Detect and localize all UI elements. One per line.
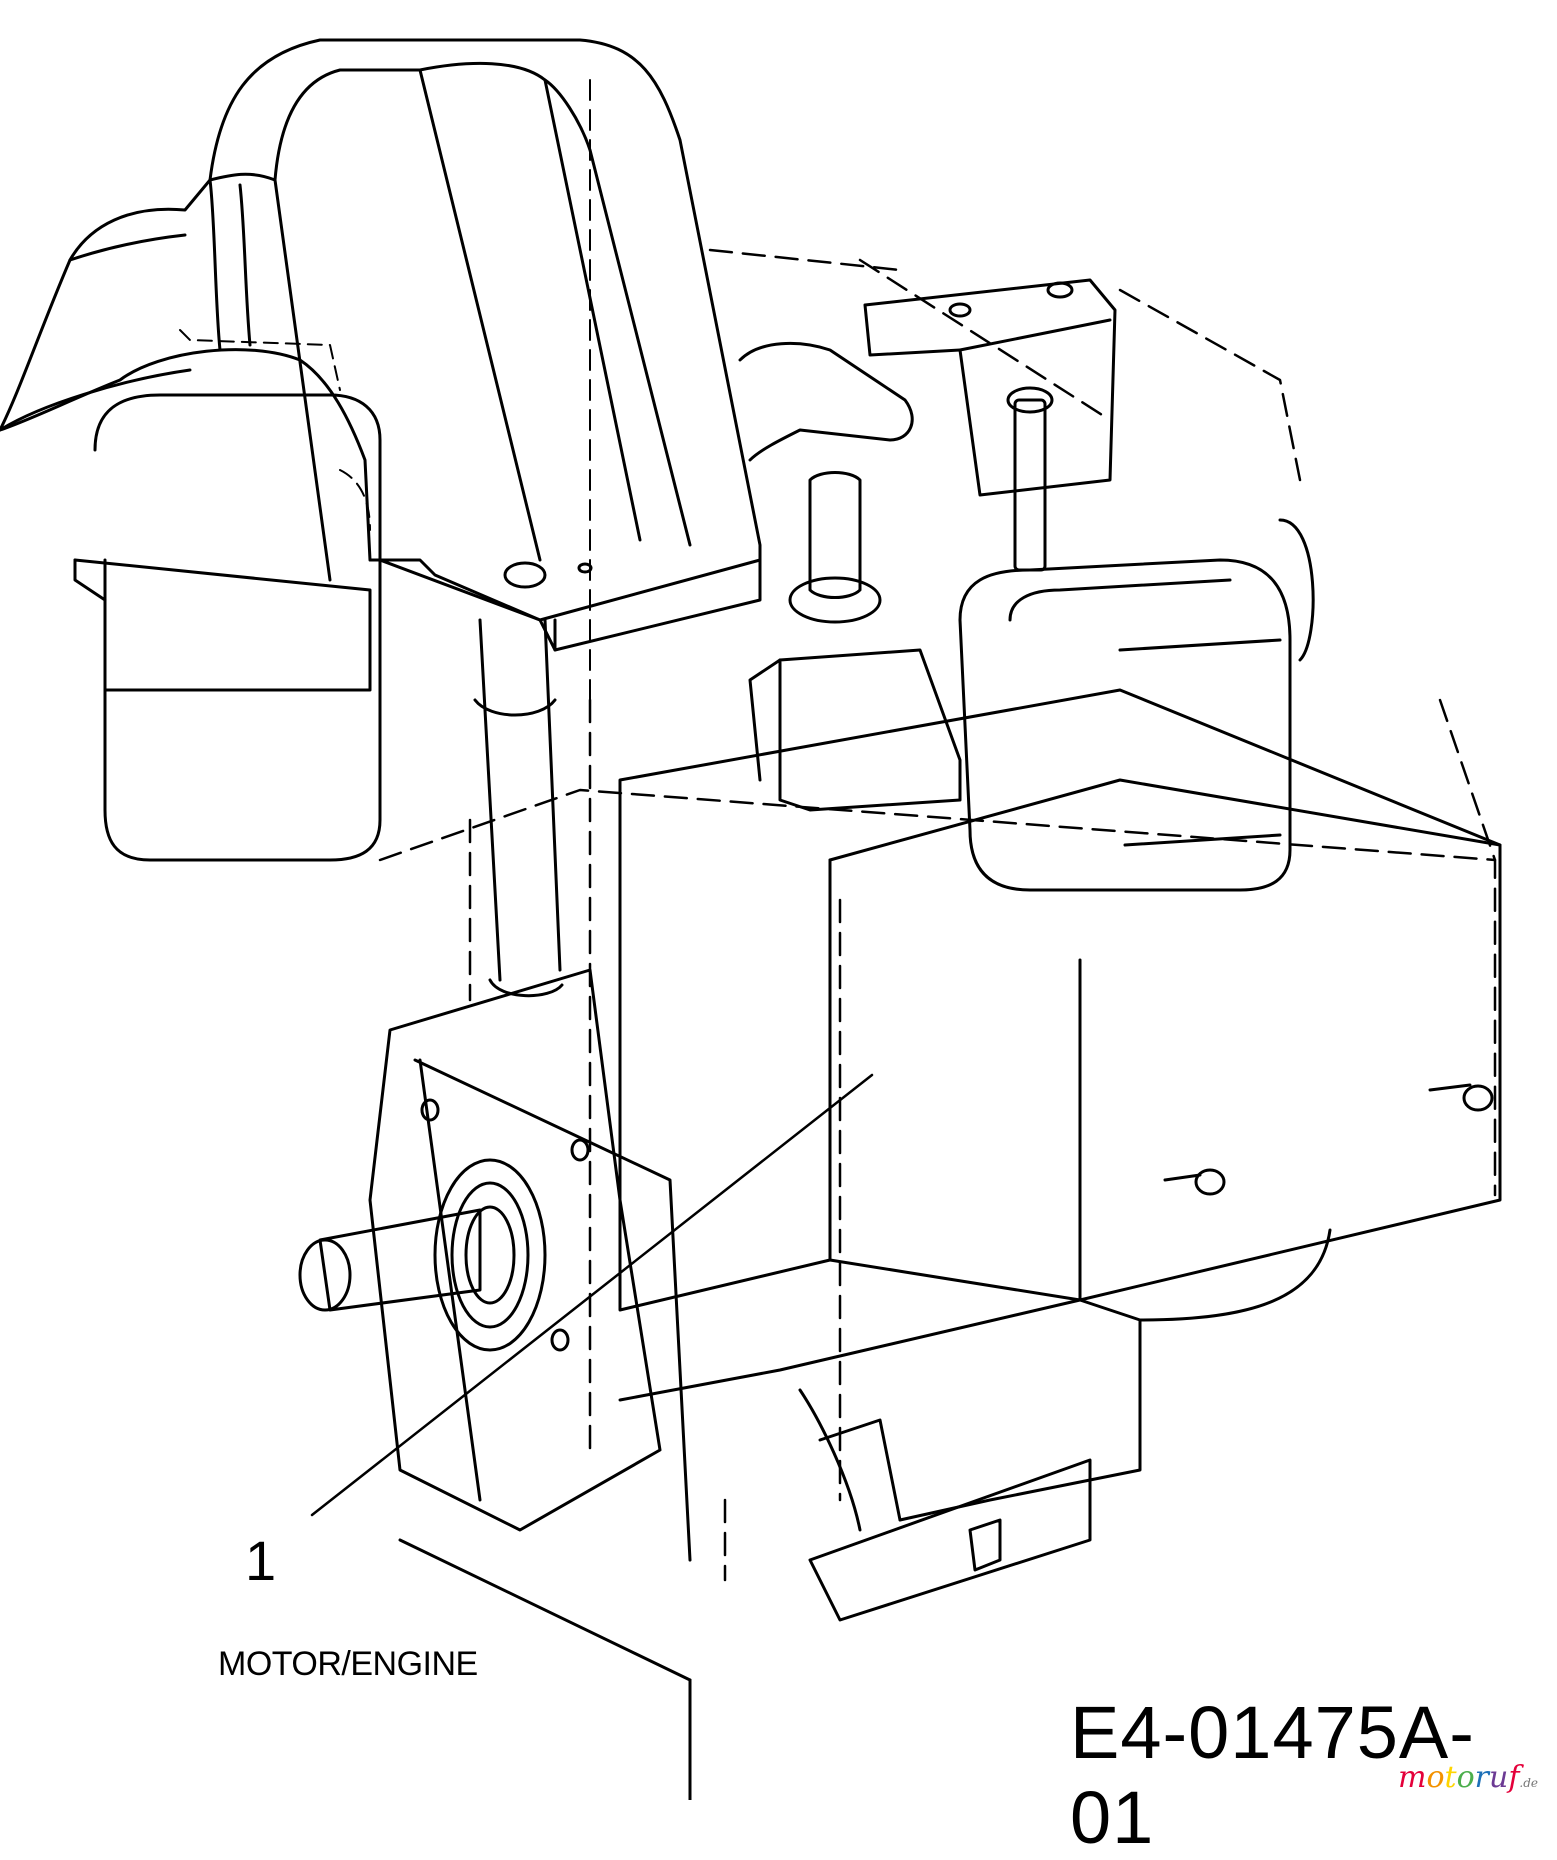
fuel-tank <box>73 329 382 862</box>
watermark-letter: t <box>1444 1760 1457 1795</box>
watermark-letter: u <box>1488 1760 1509 1795</box>
engine-line-drawing <box>0 38 1502 1800</box>
callout-leader-line <box>310 1073 874 1517</box>
watermark-letter: o <box>1426 1760 1445 1795</box>
dipstick-tube <box>473 618 564 998</box>
crankshaft <box>298 1158 547 1352</box>
watermark-letter: o <box>1456 1760 1475 1795</box>
muffler <box>958 518 1315 892</box>
engine-caption: MOTOR/ENGINE <box>218 1645 478 1683</box>
watermark-letter: f <box>1508 1760 1520 1795</box>
watermark-tld: .de <box>1519 1776 1539 1790</box>
watermark-letter: r <box>1474 1760 1489 1795</box>
shroud-bolts <box>1163 1083 1494 1196</box>
oil-sump <box>618 1228 1332 1622</box>
watermark-letter: m <box>1398 1760 1427 1795</box>
breather-hose <box>738 341 914 624</box>
valve-cover <box>863 278 1117 572</box>
cylinder-head-shroud <box>618 688 1502 1312</box>
motoruf-watermark-logo: motoruf.de <box>1398 1760 1538 1795</box>
engine-block <box>378 248 1497 1582</box>
blower-housing-cover <box>0 38 762 701</box>
callout-number: 1 <box>245 1529 277 1592</box>
mounting-flange <box>368 968 692 1800</box>
carburetor <box>748 648 962 812</box>
